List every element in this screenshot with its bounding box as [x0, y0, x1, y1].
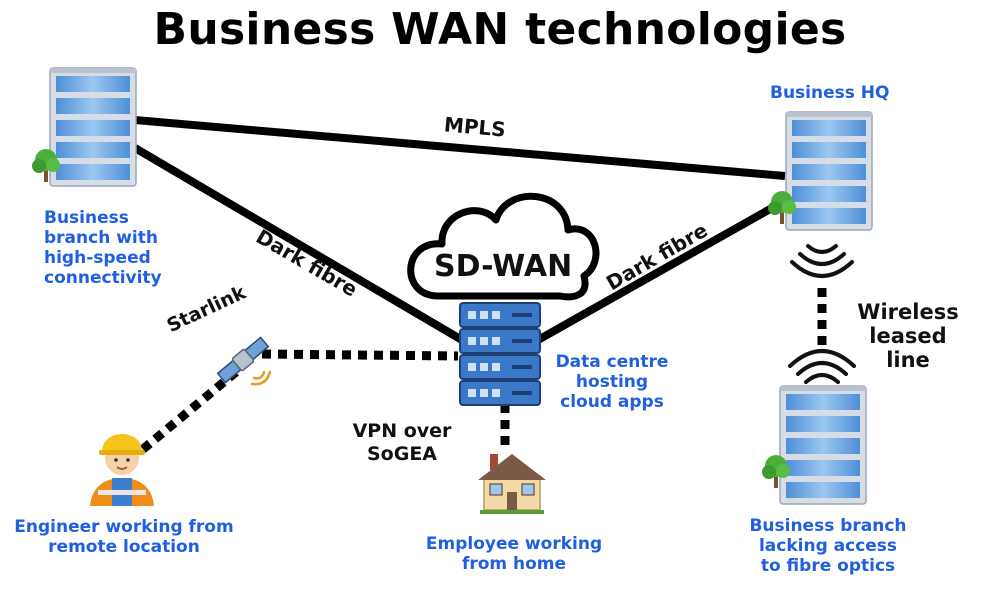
employee-home-label: Employee working from home — [425, 534, 603, 574]
vpn-sogea-label: VPN over SoGEA — [352, 420, 452, 465]
office-building-icon — [779, 385, 867, 505]
satellite-icon — [216, 336, 270, 384]
house-icon — [478, 454, 546, 514]
wireless-leased-line-label: Wireless leased line — [857, 300, 959, 372]
cloud-icon — [407, 193, 600, 301]
satellite-signal-icon — [250, 370, 272, 386]
dark-fibre-link-right — [536, 191, 797, 344]
engineer-label: Engineer working from remote location — [14, 517, 234, 557]
business-branch-label: Business branch with high-speed connecti… — [44, 208, 162, 288]
starlink-datacentre-link — [261, 349, 459, 361]
engineer-icon — [90, 434, 154, 506]
office-building-icon — [49, 67, 137, 187]
dark-fibre-link-left — [132, 144, 465, 344]
wireless-signal-icon — [788, 349, 856, 384]
mpls-label: MPLS — [443, 112, 507, 142]
office-building-icon — [785, 111, 873, 231]
server-rack-icon — [459, 302, 541, 406]
wireless-signal-icon — [790, 244, 854, 278]
sd-wan-label: SD-WAN — [434, 249, 573, 284]
business-hq-label: Business HQ — [770, 83, 890, 103]
starlink-engineer-link — [139, 368, 239, 454]
page-title: Business WAN technologies — [153, 4, 847, 55]
mpls-link — [134, 116, 786, 180]
data-centre-label: Data centre hosting cloud apps — [555, 352, 669, 412]
branch-no-fibre-label: Business branch lacking access to fibre … — [749, 516, 907, 576]
